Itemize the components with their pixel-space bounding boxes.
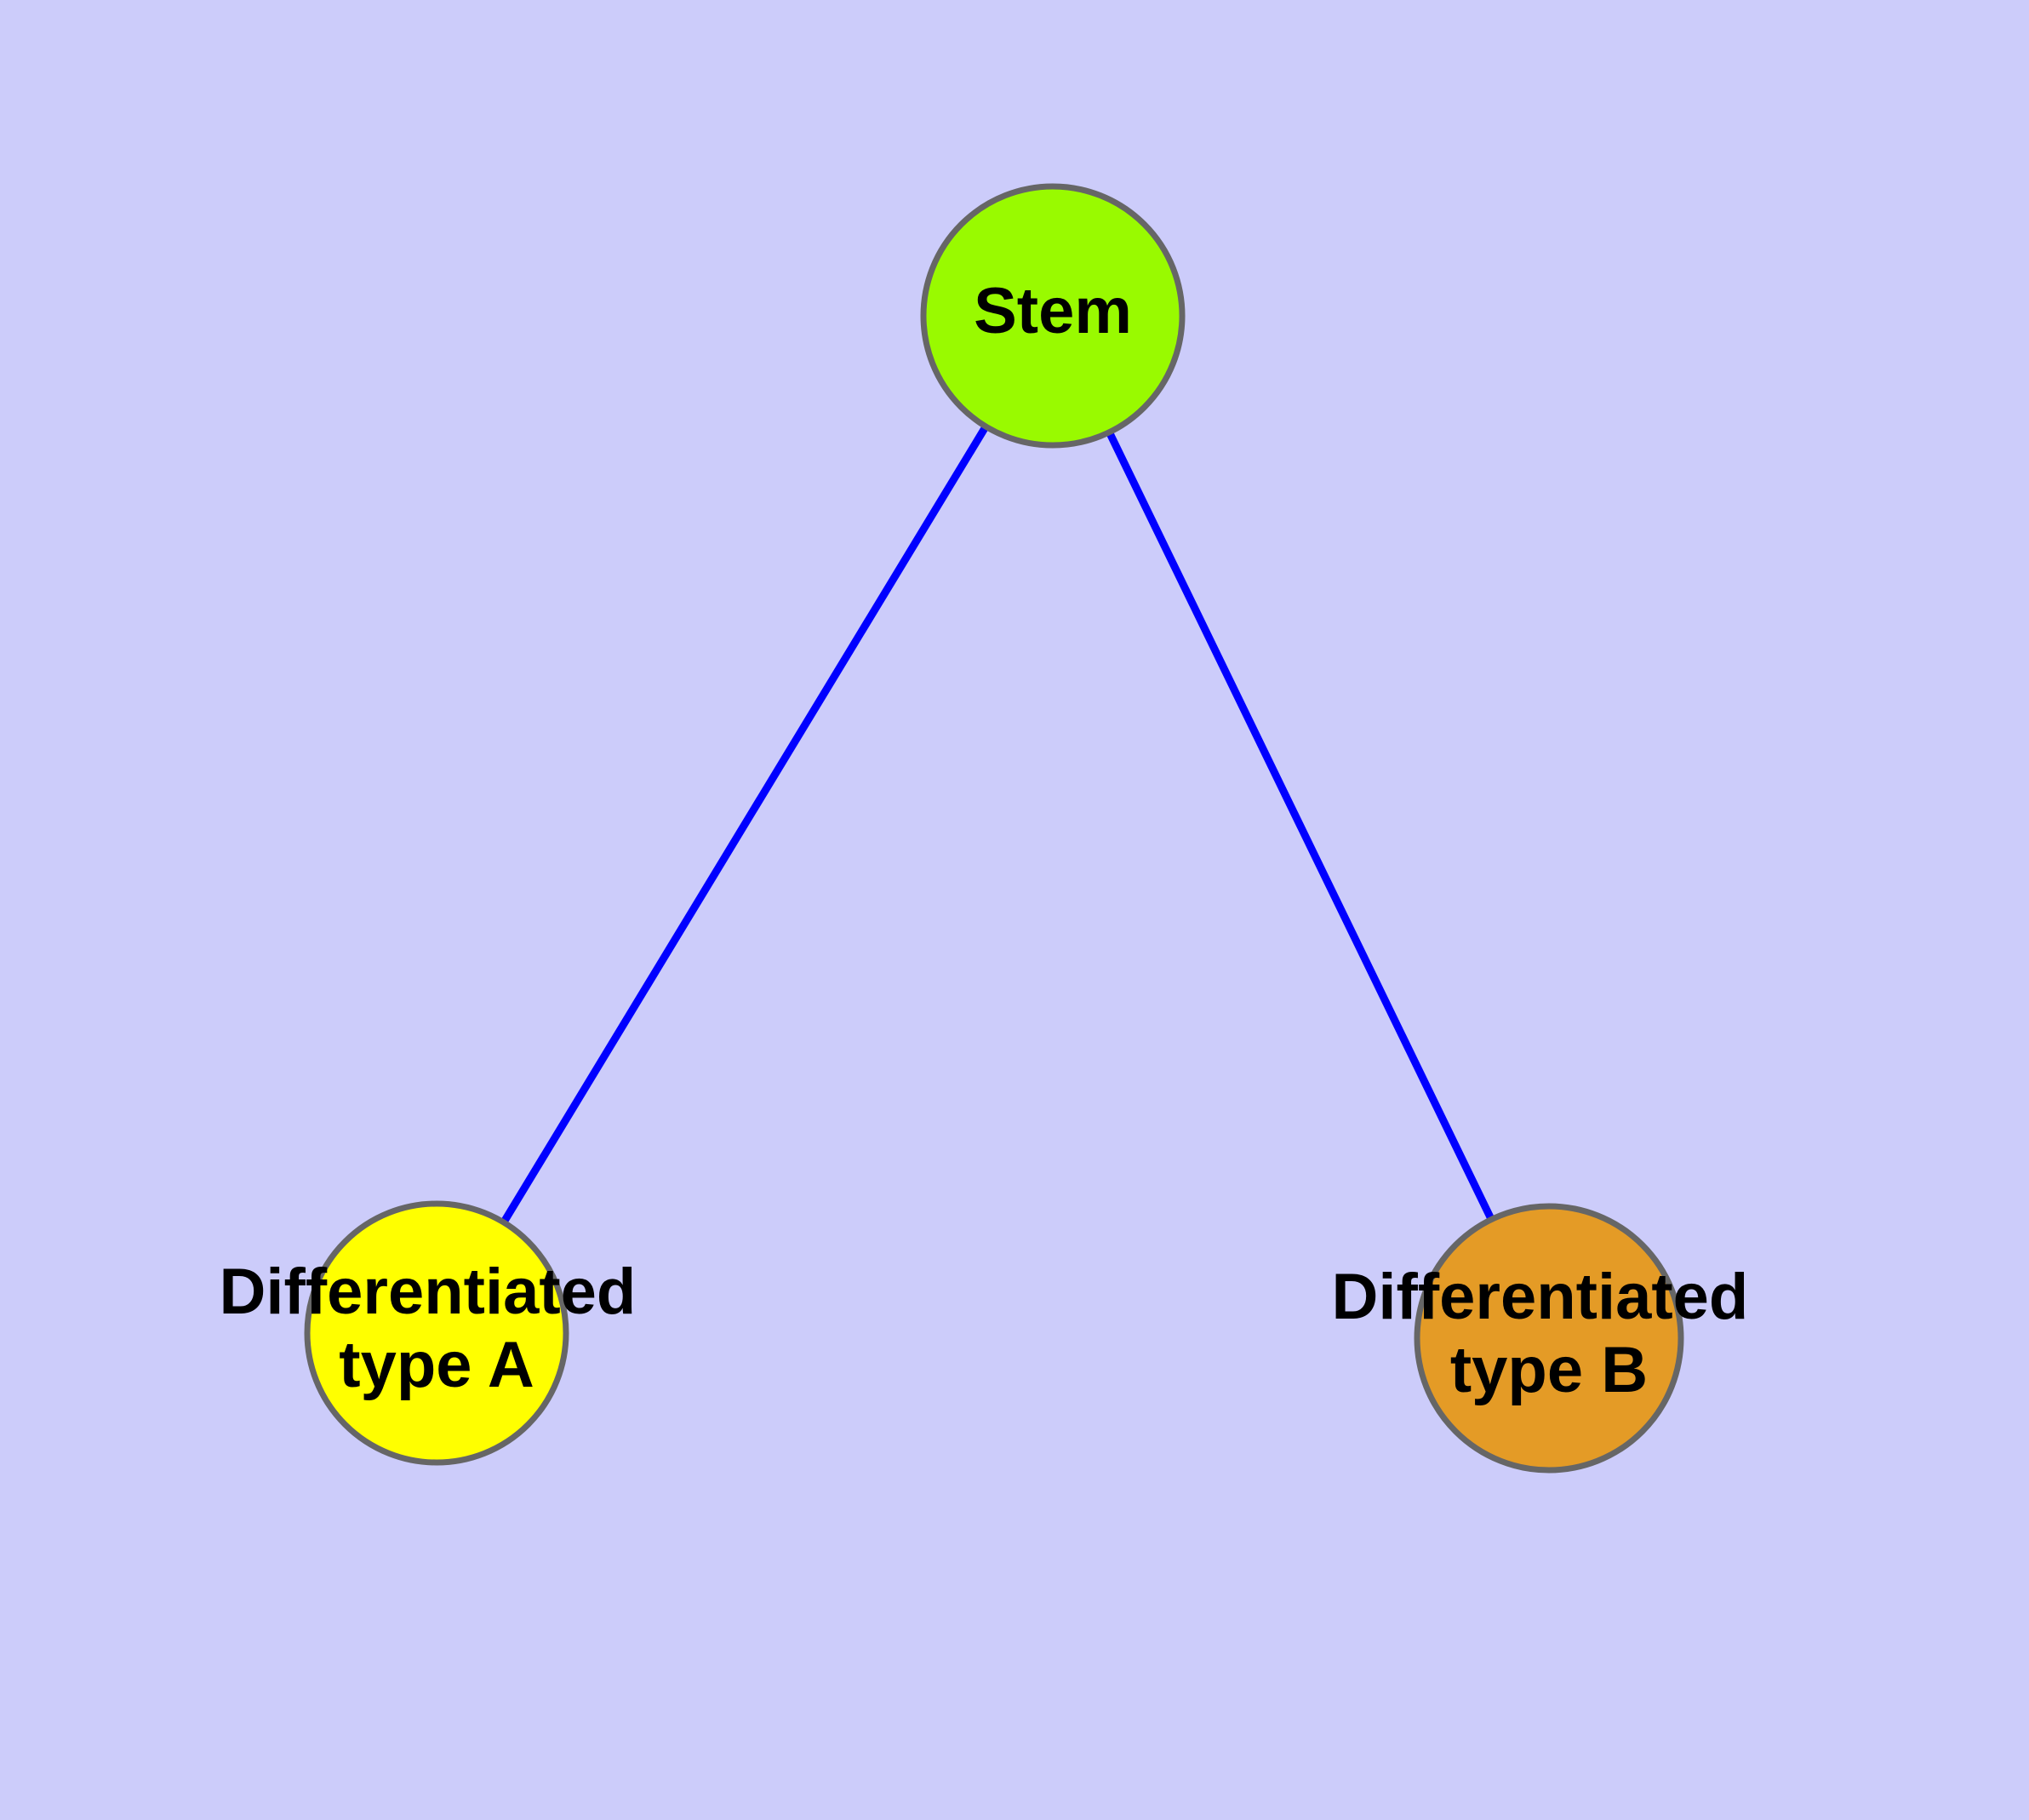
node-label-stem-line-1: Stem <box>974 275 1132 347</box>
edge-stem-to-diff-a[interactable] <box>498 421 992 1228</box>
node-labels-group: Stem Differentiated type A Differentiate… <box>220 275 1767 1406</box>
node-differentiated-type-a[interactable] <box>304 1200 569 1466</box>
nodes-group <box>304 183 1684 1474</box>
node-stem[interactable] <box>920 183 1186 449</box>
node-label-diff-b-line-2: type B <box>1450 1334 1648 1406</box>
node-label-diff-b-line-1: Differentiated <box>1332 1261 1749 1333</box>
node-label-diff-a-line-1: Differentiated <box>220 1256 637 1328</box>
node-label-differentiated-type-a: Differentiated type A <box>220 1256 654 1401</box>
node-label-diff-a-line-2: type A <box>339 1329 534 1401</box>
edge-stem-to-diff-b[interactable] <box>1104 427 1497 1225</box>
node-label-stem: Stem <box>974 275 1132 347</box>
node-differentiated-type-b[interactable] <box>1414 1203 1684 1474</box>
edges-group <box>498 421 1497 1228</box>
node-label-differentiated-type-b: Differentiated type B <box>1332 1261 1767 1406</box>
